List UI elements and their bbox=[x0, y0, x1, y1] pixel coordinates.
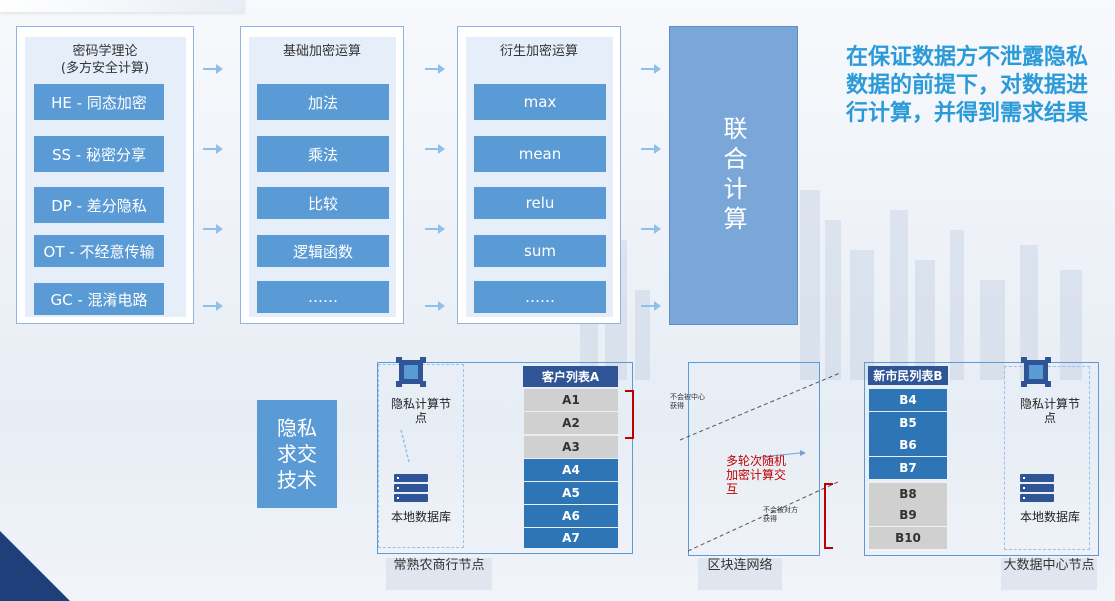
list-b-item: B5 bbox=[869, 412, 947, 434]
list-b-item: B6 bbox=[869, 434, 947, 456]
joint-compute-box: 联合计算 bbox=[669, 26, 798, 325]
arrow bbox=[425, 144, 445, 154]
exchange-arrow-icon bbox=[400, 429, 410, 463]
node-a-compute-label: 隐私计算节点 bbox=[391, 397, 452, 425]
arrow bbox=[641, 224, 661, 234]
chip-icon bbox=[396, 357, 426, 387]
list-b-bracket bbox=[824, 483, 833, 549]
basic-ops-title: 基础加密运算 bbox=[282, 44, 361, 59]
derived-op-more: …… bbox=[474, 281, 606, 313]
node-b-compute-label: 隐私计算节点 bbox=[1019, 397, 1080, 425]
derived-op-mean: mean bbox=[474, 136, 606, 172]
derived-op-max: max bbox=[474, 84, 606, 120]
node-a-db-label: 本地数据库 bbox=[391, 510, 452, 524]
database-icon bbox=[394, 474, 428, 504]
theory-panel: 密码学理论 (多方安全计算) HE - 同态加密 SS - 秘密分享 DP - … bbox=[16, 26, 194, 324]
arrow bbox=[425, 64, 445, 74]
arrow bbox=[203, 64, 223, 74]
list-b-item: B10 bbox=[869, 527, 947, 549]
corner-decoration bbox=[0, 531, 70, 601]
list-a-item: A2 bbox=[524, 412, 618, 434]
blockchain-name: 区块连网络 bbox=[698, 558, 782, 590]
top-decoration bbox=[0, 0, 245, 12]
node-b-name: 大数据中心节点 bbox=[1001, 558, 1097, 590]
city-skyline-background bbox=[580, 190, 1082, 380]
arrow bbox=[641, 301, 661, 311]
arrow bbox=[425, 301, 445, 311]
psi-label: 隐私求交技术 bbox=[277, 416, 317, 492]
theory-item-he: HE - 同态加密 bbox=[34, 84, 164, 120]
arrow bbox=[641, 144, 661, 154]
derived-ops-panel: 衍生加密运算 max mean relu sum …… bbox=[457, 26, 621, 324]
list-b-item: B9 bbox=[869, 504, 947, 526]
basic-op-multiply: 乘法 bbox=[257, 136, 389, 172]
theory-item-dp: DP - 差分隐私 bbox=[34, 187, 164, 223]
node-a-name: 常熟农商行节点 bbox=[386, 558, 492, 590]
blockchain-frame bbox=[688, 362, 820, 556]
basic-op-compare: 比较 bbox=[257, 187, 389, 219]
blockchain-exchange-text: 多轮次随机加密计算交互 bbox=[726, 454, 787, 496]
arrow bbox=[203, 144, 223, 154]
theory-subtitle: (多方安全计算) bbox=[60, 61, 150, 76]
list-a-item: A1 bbox=[524, 389, 618, 411]
theory-item-gc: GC - 混淆电路 bbox=[34, 283, 164, 315]
list-a-note: 不会被中心获得 bbox=[670, 393, 705, 410]
theory-item-ss: SS - 秘密分享 bbox=[34, 136, 164, 172]
derived-op-sum: sum bbox=[474, 235, 606, 267]
list-a-item: A5 bbox=[524, 482, 618, 504]
arrow bbox=[641, 64, 661, 74]
list-a-item: A7 bbox=[524, 528, 618, 548]
theory-title: 密码学理论 bbox=[72, 44, 138, 59]
psi-technology-box: 隐私求交技术 bbox=[257, 400, 337, 508]
basic-op-more: …… bbox=[257, 281, 389, 313]
joint-compute-label: 联合计算 bbox=[719, 115, 747, 236]
list-b-item: B7 bbox=[869, 457, 947, 479]
list-a-item: A4 bbox=[524, 459, 618, 481]
node-b-db-label: 本地数据库 bbox=[1019, 510, 1080, 524]
basic-op-add: 加法 bbox=[257, 84, 389, 120]
list-a-title: 客户列表A bbox=[523, 366, 618, 387]
basic-op-logic: 逻辑函数 bbox=[257, 235, 389, 267]
node-b-frame bbox=[864, 362, 1099, 556]
derived-op-relu: relu bbox=[474, 187, 606, 219]
blockchain-note: 不会被对方获得 bbox=[763, 506, 798, 523]
list-b-item: B8 bbox=[869, 483, 947, 505]
list-b-title: 新市民列表B bbox=[868, 366, 948, 385]
derived-ops-title: 衍生加密运算 bbox=[499, 44, 578, 59]
basic-ops-panel: 基础加密运算 加法 乘法 比较 逻辑函数 …… bbox=[240, 26, 404, 324]
list-b-item: B4 bbox=[869, 389, 947, 411]
list-a-item: A6 bbox=[524, 505, 618, 527]
chip-icon bbox=[1021, 357, 1051, 387]
arrow bbox=[203, 301, 223, 311]
headline-text: 在保证数据方不泄露隐私数据的前提下，对数据进行计算，并得到需求结果 bbox=[846, 45, 1089, 126]
database-icon bbox=[1020, 474, 1054, 504]
theory-item-ot: OT - 不经意传输 bbox=[34, 235, 164, 267]
list-a-bracket bbox=[625, 390, 634, 439]
list-a-item: A3 bbox=[524, 436, 618, 458]
arrow bbox=[425, 224, 445, 234]
arrow bbox=[203, 224, 223, 234]
node-a-frame bbox=[377, 362, 633, 554]
blockchain-dashed-lines bbox=[679, 372, 841, 552]
